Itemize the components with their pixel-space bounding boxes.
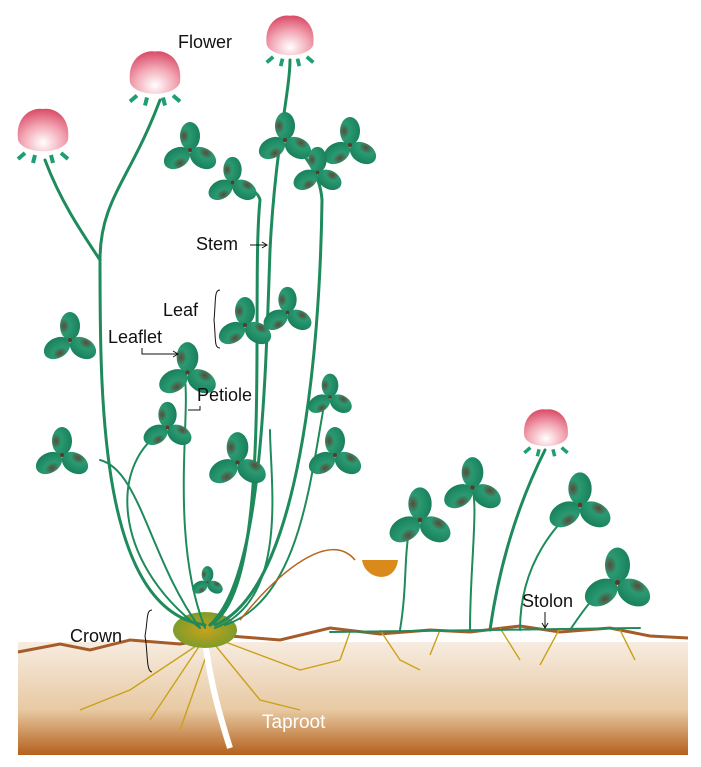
trefoil-leaf (40, 312, 100, 364)
stems (43, 58, 641, 633)
label-petiole: Petiole (197, 385, 252, 405)
leaf-brace (213, 289, 221, 349)
label-taproot: Taproot (262, 712, 326, 733)
label-flower: Flower (178, 32, 232, 52)
label-stem: Stem (196, 234, 238, 254)
flower-head (18, 109, 69, 163)
taproot (202, 639, 233, 749)
trefoil-leaf (32, 427, 92, 479)
trefoil-leaf (580, 547, 655, 613)
trefoil-leaf (440, 457, 505, 514)
trefoil-leaf (140, 401, 195, 450)
stem-pointer (250, 241, 268, 249)
soil (17, 624, 689, 755)
trefoil-leaf (545, 472, 615, 533)
crown-brace (144, 609, 153, 673)
trefoil-leaf (320, 117, 380, 169)
leaflet-pointer (141, 348, 179, 358)
trefoil-leaf (190, 566, 225, 597)
label-leaflet: Leaflet (108, 327, 162, 347)
trefoil-leaf (305, 427, 365, 479)
roots (79, 627, 636, 731)
wilted-flower (362, 560, 398, 577)
flower-head (130, 51, 181, 105)
petiole-pointer (188, 406, 201, 411)
label-crown: Crown (70, 626, 122, 646)
trefoil-leaf (255, 112, 315, 164)
label-leaf: Leaf (163, 300, 199, 320)
trefoil-leaf (160, 122, 220, 174)
label-stolon: Stolon (522, 591, 573, 611)
trefoil-leaf (385, 487, 455, 548)
stolon-pointer (541, 612, 549, 629)
